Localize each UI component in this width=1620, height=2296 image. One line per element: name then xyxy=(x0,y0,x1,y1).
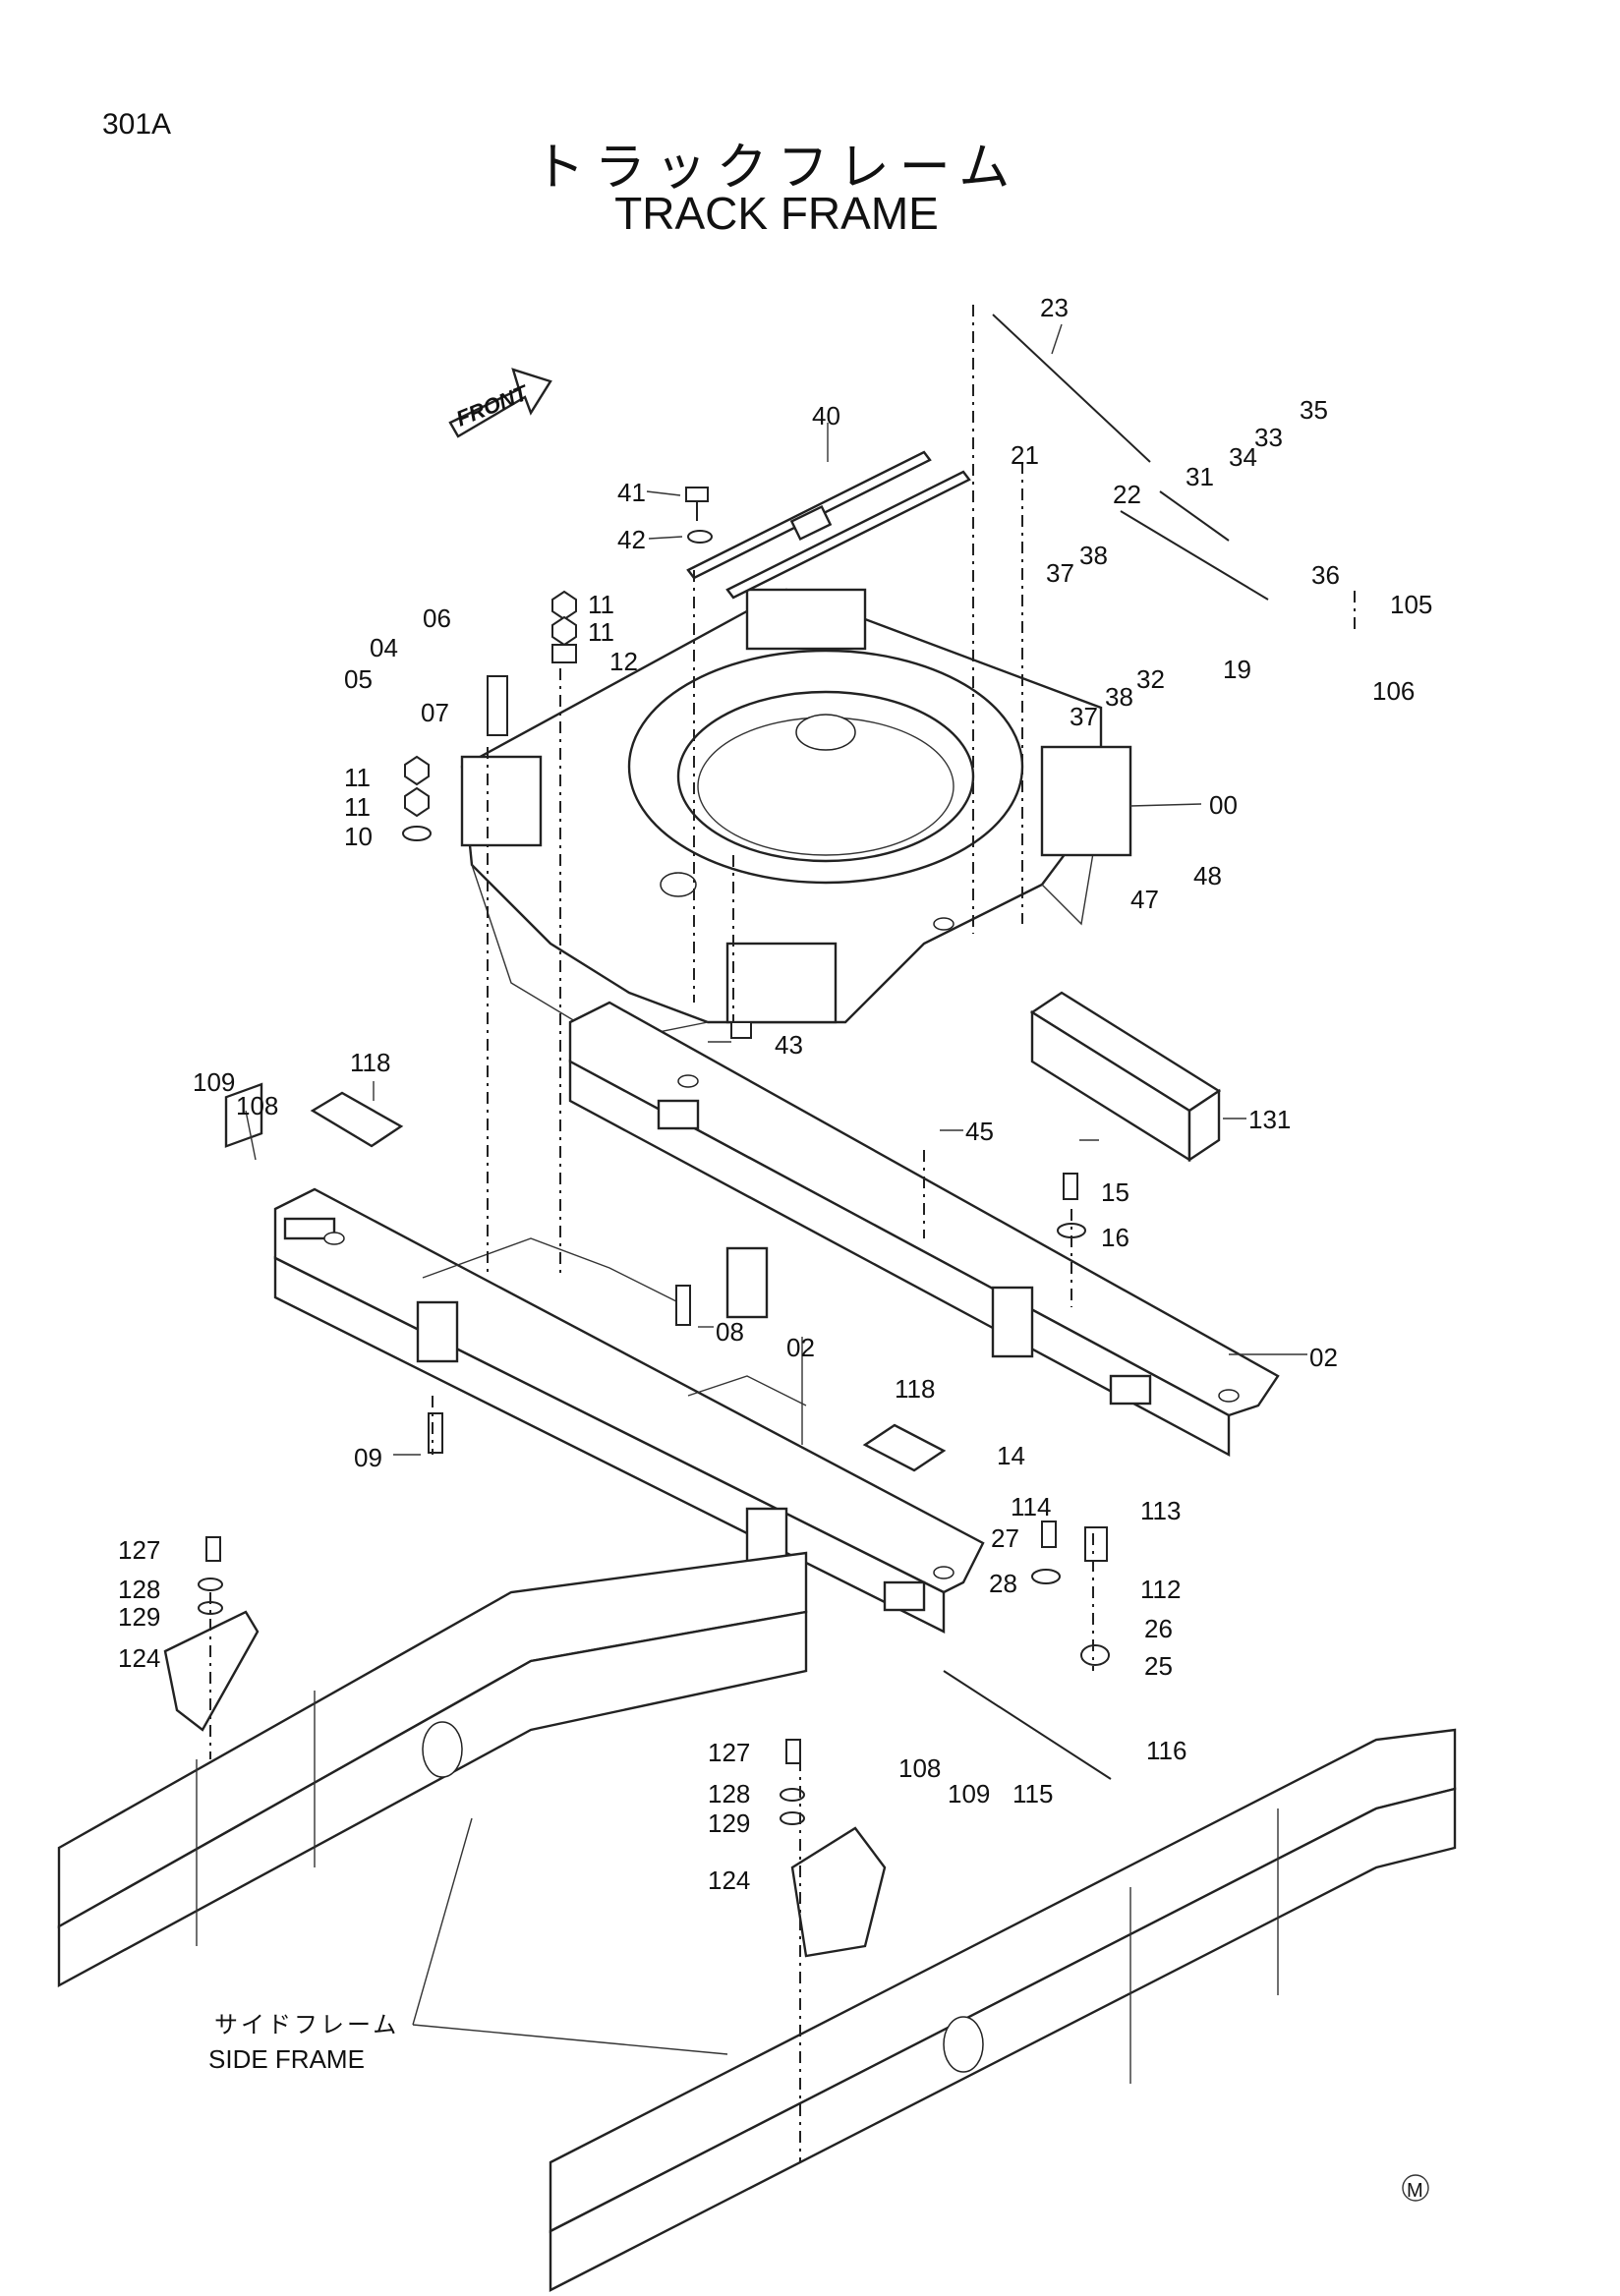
callout-116: 116 xyxy=(1146,1736,1186,1765)
callout-118-b: 118 xyxy=(895,1374,935,1404)
cover-bars xyxy=(686,450,971,600)
callout-105: 105 xyxy=(1390,590,1432,619)
callout-37-a: 37 xyxy=(1046,558,1074,588)
callout-128-a: 128 xyxy=(118,1575,160,1604)
callout-38-b: 38 xyxy=(1105,682,1133,712)
callout-109-a: 109 xyxy=(193,1067,235,1097)
assembly-lines xyxy=(209,305,1356,2162)
callout-06: 06 xyxy=(423,603,451,633)
callout-22: 22 xyxy=(1113,480,1141,509)
tool-box xyxy=(1029,991,1222,1163)
bracket-124 xyxy=(163,1610,260,1732)
callout-108-b: 108 xyxy=(898,1753,941,1783)
leader-lines xyxy=(245,323,1307,2055)
callout-43: 43 xyxy=(775,1030,803,1060)
callout-05: 05 xyxy=(344,664,373,694)
callout-37-b: 37 xyxy=(1070,702,1098,731)
side-frame xyxy=(57,1551,1457,2292)
circled-m-mark: M xyxy=(1402,2174,1429,2202)
callout-10: 10 xyxy=(344,822,373,851)
callout-131: 131 xyxy=(1248,1105,1291,1134)
callout-124-a: 124 xyxy=(118,1643,160,1673)
callout-124-b: 124 xyxy=(708,1866,750,1895)
callout-26: 26 xyxy=(1144,1614,1173,1643)
callout-33: 33 xyxy=(1254,423,1283,452)
callout-127-a: 127 xyxy=(118,1535,160,1565)
callout-35: 35 xyxy=(1300,395,1328,425)
callout-23: 23 xyxy=(1040,293,1069,322)
callout-113: 113 xyxy=(1140,1496,1181,1525)
side-frame-label-japanese: サイドフレーム xyxy=(214,2011,399,2038)
callout-34: 34 xyxy=(1229,442,1257,472)
callout-00: 00 xyxy=(1209,790,1238,820)
callout-25: 25 xyxy=(1144,1651,1173,1681)
page-code: 301A xyxy=(102,108,172,141)
callout-28: 28 xyxy=(989,1569,1017,1598)
callout-115: 115 xyxy=(1012,1779,1053,1808)
callout-112: 112 xyxy=(1140,1575,1181,1604)
callout-129-a: 129 xyxy=(118,1602,160,1632)
callout-38-a: 38 xyxy=(1079,541,1108,570)
callout-07: 07 xyxy=(421,698,449,727)
front-arrow-icon: FRONT xyxy=(448,368,552,438)
callout-118-a: 118 xyxy=(350,1048,390,1077)
callout-11-d: 11 xyxy=(344,792,371,822)
front-label: FRONT xyxy=(453,379,533,430)
callout-31: 31 xyxy=(1186,462,1214,491)
plate-108 xyxy=(224,1082,263,1148)
circled-m-letter: M xyxy=(1407,2180,1423,2202)
callout-09: 09 xyxy=(354,1443,382,1472)
callout-14: 14 xyxy=(997,1441,1025,1470)
bracket-124-b xyxy=(790,1826,887,1958)
callout-48: 48 xyxy=(1193,861,1222,890)
callout-15: 15 xyxy=(1101,1177,1129,1207)
rod-115 xyxy=(943,1670,1112,1780)
page-title: TRACK FRAME xyxy=(614,188,939,239)
rod-19 xyxy=(1120,510,1269,601)
callout-11-a: 11 xyxy=(588,590,614,619)
callout-129-b: 129 xyxy=(708,1808,750,1838)
callout-45: 45 xyxy=(965,1117,994,1146)
side-frame-label: SIDE FRAME xyxy=(208,2044,365,2074)
callout-114: 114 xyxy=(1011,1492,1051,1521)
callout-32: 32 xyxy=(1136,664,1165,694)
callout-19: 19 xyxy=(1223,655,1251,684)
callout-108-a: 108 xyxy=(236,1091,278,1120)
bolts xyxy=(198,487,1110,1825)
callout-27: 27 xyxy=(991,1523,1019,1553)
center-frame xyxy=(460,588,1132,1043)
callout-106: 106 xyxy=(1372,676,1415,706)
callout-11-b: 11 xyxy=(588,617,614,647)
callout-47: 47 xyxy=(1130,885,1159,914)
pad-118-b xyxy=(862,1423,947,1472)
callout-36: 36 xyxy=(1311,560,1340,590)
callout-labels: 23 40 41 42 21 22 31 34 33 35 36 06 11 1… xyxy=(118,293,1432,1895)
callout-16: 16 xyxy=(1101,1223,1129,1252)
pad-118 xyxy=(310,1091,404,1148)
callout-21: 21 xyxy=(1011,440,1039,470)
callout-40: 40 xyxy=(812,401,840,430)
track-frame-left xyxy=(273,1187,985,1634)
page-title-japanese: トラックフレーム xyxy=(533,139,1020,198)
callout-12: 12 xyxy=(609,647,638,676)
callout-127-b: 127 xyxy=(708,1738,750,1767)
callout-04: 04 xyxy=(370,633,398,662)
callout-08: 08 xyxy=(716,1317,744,1347)
callout-128-b: 128 xyxy=(708,1779,750,1808)
callout-11-c: 11 xyxy=(344,763,371,792)
callout-41: 41 xyxy=(617,478,646,507)
callout-42: 42 xyxy=(617,525,646,554)
callout-109-b: 109 xyxy=(948,1779,990,1808)
callout-02-right: 02 xyxy=(1309,1343,1338,1372)
callout-02-left: 02 xyxy=(786,1333,815,1362)
